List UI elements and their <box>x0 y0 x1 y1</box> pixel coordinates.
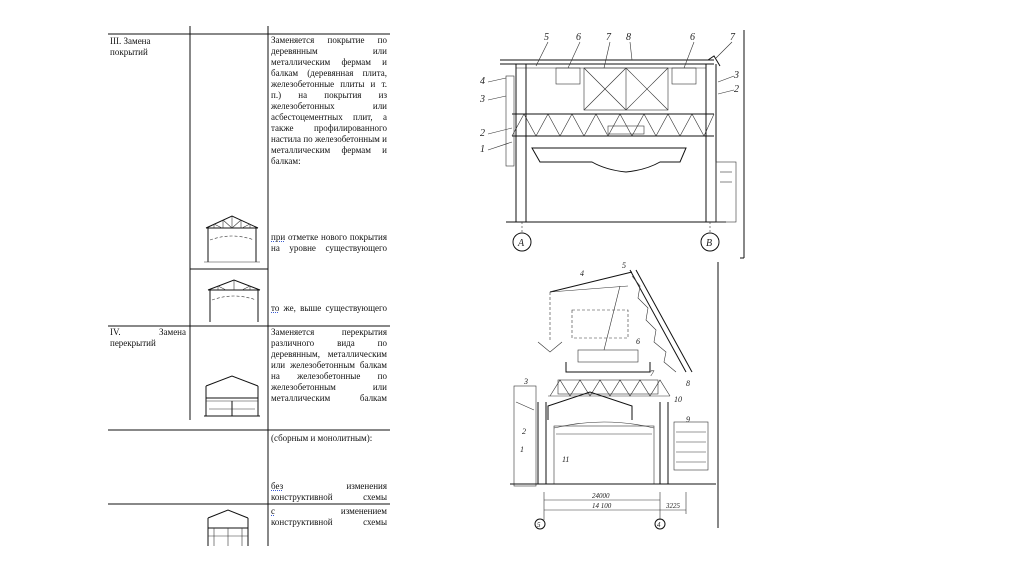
callout-label: 7 <box>730 32 736 43</box>
row4-option2-link[interactable]: с <box>271 506 275 516</box>
callout-label: 3 <box>733 70 739 81</box>
row3-option1-link[interactable]: при <box>271 232 286 242</box>
row4-description: Заменяется перекрытия различного вида по… <box>271 327 387 403</box>
roof-truss-sketch-2 <box>207 279 261 322</box>
callout-label: 6 <box>690 32 695 43</box>
row3-option2-text: же, выше существующего <box>283 303 387 313</box>
row4-description-continued: (сборным и монолитным): <box>271 433 373 443</box>
row3-option2-link[interactable]: то <box>271 303 280 313</box>
callout-label: 4 <box>580 269 584 278</box>
axis-left-label: А <box>517 238 525 249</box>
callout-label: 1 <box>520 445 524 454</box>
callout-label: 8 <box>686 379 690 388</box>
renovation-table: III. Замена покрытий Заменяется покрытие… <box>108 26 390 546</box>
row4-title: IV. Замена перекрытий <box>110 327 186 348</box>
row4-option1-link[interactable]: без <box>271 481 284 491</box>
row4-option1: без изменения конструктивной схемы <box>271 481 387 503</box>
callout-label: 7 <box>650 369 655 378</box>
row3-option1-text: отметке нового покрытия на уровне сущест… <box>271 232 387 253</box>
callout-label: 10 <box>674 395 682 404</box>
callout-label: 2 <box>522 427 526 436</box>
dimension-14100: 14 100 <box>592 502 612 510</box>
table-grid <box>108 26 390 546</box>
row3-option2: то же, выше существующего <box>271 303 387 314</box>
roof-truss-sketch-1 <box>204 215 260 263</box>
row4-option2: с изменением конструктивной схемы <box>271 506 387 528</box>
axis-left-label: 5 <box>537 521 541 529</box>
row3-option1: при отметке нового покрытия на уровне су… <box>271 232 387 254</box>
row4-option2-text: изменением конструктивной схемы <box>271 506 387 527</box>
floor-sketch-2 <box>207 509 249 546</box>
callout-label: 3 <box>479 94 485 105</box>
roof-replacement-section-drawing: А В 1 2 3 4 5 6 7 8 6 7 3 2 <box>479 30 745 259</box>
dimension-24000: 24000 <box>592 492 610 500</box>
row3-title: III. Замена покрытий <box>110 36 151 57</box>
row4-option1-text: изменения конструктивной схемы <box>271 481 387 502</box>
callout-label: 3 <box>523 377 528 386</box>
axis-right-label: 4 <box>657 521 661 529</box>
callout-label: 4 <box>480 76 485 87</box>
axis-right-label: В <box>706 238 712 249</box>
floor-replacement-crane-drawing: 24000 14 100 3225 5 4 1 2 3 4 5 6 7 8 9 … <box>510 261 719 530</box>
callout-label: 7 <box>606 32 612 43</box>
callout-label: 8 <box>626 32 631 43</box>
callout-label: 6 <box>576 32 581 43</box>
callout-label: 2 <box>734 84 739 95</box>
callout-label: 11 <box>562 455 569 464</box>
callout-label: 5 <box>544 32 549 43</box>
callout-label: 5 <box>622 261 626 270</box>
callout-label: 6 <box>636 337 640 346</box>
row3-description: Заменяется покрытие по деревянным или ме… <box>271 35 387 166</box>
dimension-3225: 3225 <box>665 502 681 510</box>
callout-label: 9 <box>686 415 690 424</box>
callout-label: 1 <box>480 144 485 155</box>
floor-sketch-1 <box>204 375 260 417</box>
callout-label: 2 <box>480 128 485 139</box>
